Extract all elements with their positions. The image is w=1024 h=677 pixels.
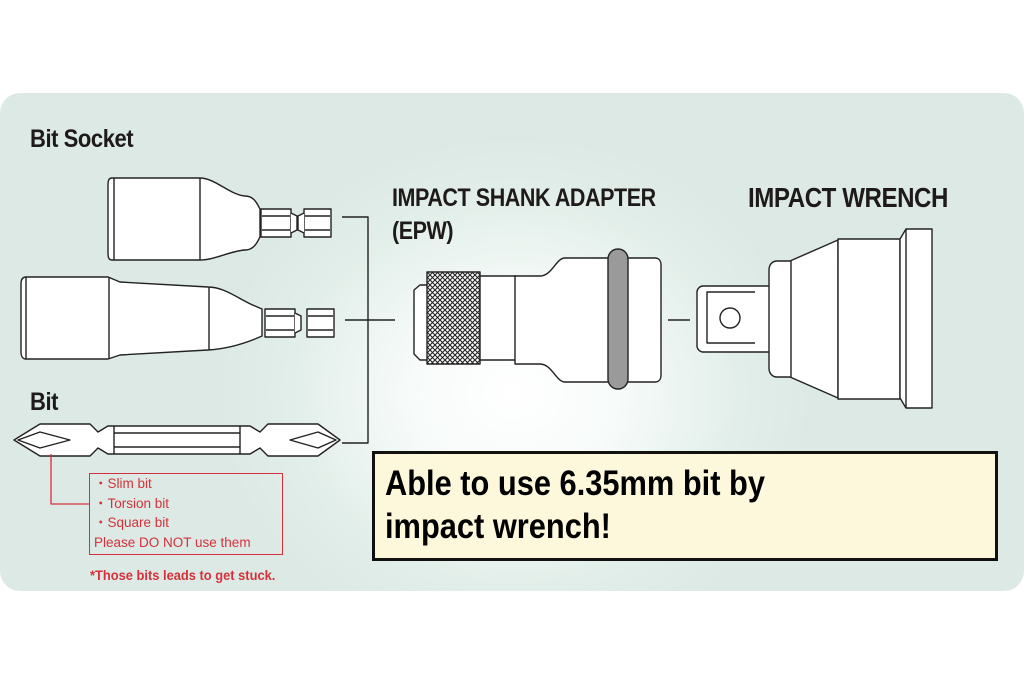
warning-leader-line: [50, 454, 89, 505]
impact-wrench-label: IMPACT WRENCH: [748, 182, 948, 213]
impact-shank-adapter-icon: [413, 248, 662, 390]
warning-footnote: *Those bits leads to get stuck.: [90, 567, 276, 583]
callout-text: Able to use 6.35mm bit by impact wrench!: [385, 464, 765, 546]
unsupported-bits-warning: ・Slim bit ・Torsion bit ・Square bit Pleas…: [89, 473, 283, 555]
bit-socket-label: Bit Socket: [30, 125, 134, 153]
impact-wrench-icon: [696, 228, 933, 409]
warning-item: ・Square bit: [94, 515, 170, 530]
adapter-label-line1: IMPACT SHANK ADAPTER: [392, 184, 656, 212]
warning-item: ・Slim bit: [94, 476, 152, 491]
adapter-label-line2: (EPW): [392, 217, 454, 245]
warning-item: ・Torsion bit: [94, 495, 170, 511]
adapter-label: IMPACT SHANK ADAPTER (EPW): [392, 182, 656, 248]
connector-bracket-icon: [342, 216, 690, 444]
bit-label: Bit: [30, 388, 59, 416]
double-bit-icon: [13, 423, 341, 457]
warning-instruction: Please DO NOT use them: [94, 534, 251, 550]
callout-box: Able to use 6.35mm bit by impact wrench!: [372, 451, 998, 561]
long-bit-socket-icon: [20, 276, 335, 360]
short-bit-socket-icon: [107, 177, 332, 261]
